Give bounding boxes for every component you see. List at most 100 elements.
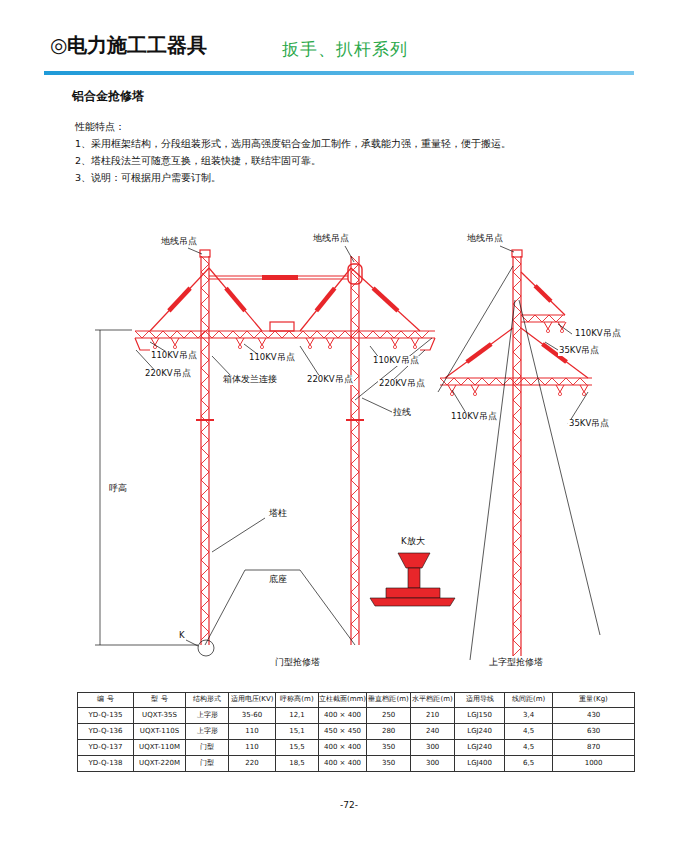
- table-cell: 210: [411, 708, 455, 724]
- point-label: 220KV吊点: [378, 379, 426, 389]
- table-cell: 350: [367, 756, 411, 772]
- tower-part: [521, 272, 565, 315]
- tower-part: [201, 256, 209, 640]
- figure-caption: 上字型抢修塔: [488, 658, 544, 668]
- table-cell: YD-Q-136: [78, 724, 134, 740]
- tower-part: [169, 288, 190, 311]
- table-cell: 280: [367, 724, 411, 740]
- point-label: 110KV吊点: [450, 412, 498, 422]
- tower-part: [135, 337, 435, 338]
- tower-part: [471, 385, 479, 392]
- table-cell: YD-Q-138: [78, 756, 134, 772]
- table-header: 编 号: [78, 693, 134, 708]
- tower-part: [544, 322, 552, 329]
- tower-part: [373, 288, 398, 311]
- point-label: 地线吊点: [160, 237, 198, 247]
- tower-part: [350, 256, 351, 645]
- tower-part: [445, 328, 513, 378]
- table-cell: UQXT-110S: [134, 724, 186, 740]
- table-header: 结构形式: [186, 693, 229, 708]
- table-cell: 15,5: [276, 740, 319, 756]
- table-cell: 400 × 400: [319, 756, 367, 772]
- table-cell: 上字形: [186, 708, 229, 724]
- table-header: 线间距(m): [505, 693, 553, 708]
- tower-part: [135, 338, 150, 350]
- table-header: 适用导线: [455, 693, 505, 708]
- tower-part: [208, 256, 209, 645]
- feature-line: 2、塔柱段法兰可随意互换，组装快捷，联结牢固可靠。: [75, 156, 321, 167]
- table-cell: 110: [229, 740, 276, 756]
- table-cell: UQXT-35S: [134, 708, 186, 724]
- tower-part: [558, 322, 566, 329]
- tower-part: [467, 344, 491, 362]
- feature-line: 1、采用框架结构，分段组装形式，选用高强度铝合金加工制作，承载能力强，重量轻，便…: [75, 139, 511, 150]
- tower-part: [348, 264, 362, 284]
- table-cell: 250: [367, 708, 411, 724]
- point-label: 220KV吊点: [144, 369, 192, 379]
- tower-part: [260, 345, 263, 348]
- spec-table: 编 号型 号结构形式适用电压(KV)呼称高(m)立柱截面(mm)垂直档距(m)水…: [77, 692, 635, 772]
- tower-part: [151, 338, 159, 345]
- tower-part: [558, 392, 561, 395]
- table-cell: 240: [411, 724, 455, 740]
- table-cell: 12,1: [276, 708, 319, 724]
- tower-part: [238, 345, 241, 348]
- table-cell: YD-Q-137: [78, 740, 134, 756]
- tower-part: [513, 256, 521, 656]
- tower-part: [346, 419, 364, 421]
- tower-part: [521, 315, 563, 322]
- tower-part: [413, 345, 416, 348]
- part-label: 底座: [268, 575, 288, 585]
- header-band: [44, 71, 634, 75]
- point-label: 110KV吊点: [248, 353, 296, 363]
- table-header: 呼称高(m): [276, 693, 319, 708]
- tower-part: [440, 377, 592, 378]
- tower-part: [450, 392, 453, 395]
- table-header: 型 号: [134, 693, 186, 708]
- point-label: 110KV吊点: [372, 356, 420, 366]
- tower-part: [328, 345, 331, 348]
- point-label: 地线吊点: [312, 234, 350, 244]
- feature-heading: 性能特点：: [75, 122, 125, 133]
- tower-part: [448, 385, 456, 392]
- tower-part: [358, 256, 359, 645]
- tower-part: [582, 392, 585, 395]
- figure-caption: 门型抢修塔: [274, 658, 321, 668]
- table-cell: 450 × 450: [319, 724, 367, 740]
- tower-part: [411, 338, 419, 345]
- table-cell: 35-60: [229, 708, 276, 724]
- table-cell: 350: [367, 740, 411, 756]
- table-header: 重量(Kg): [553, 693, 635, 708]
- tower-part: [391, 338, 399, 345]
- tower-part: [270, 322, 294, 331]
- table-cell: 18,5: [276, 756, 319, 772]
- table-cell: 15,1: [276, 724, 319, 740]
- tower-part: [209, 275, 348, 276]
- page-title: ◎电力施工工器具: [50, 34, 207, 57]
- leader-lines: [95, 246, 600, 660]
- tower-part: [200, 256, 201, 645]
- tower-part: [521, 314, 565, 315]
- tower-structure: [135, 250, 592, 656]
- table-cell: 220: [229, 756, 276, 772]
- tower-part: [351, 268, 420, 331]
- point-label: 220KV吊点: [306, 375, 354, 385]
- table-cell: 110: [229, 724, 276, 740]
- table-cell: 门型: [186, 756, 229, 772]
- table-header: 立柱截面(mm): [319, 693, 367, 708]
- table-cell: LGJ400: [455, 756, 505, 772]
- tower-part: [150, 268, 209, 331]
- table-cell: 300: [411, 740, 455, 756]
- tower-part: [236, 338, 244, 345]
- series-name: 扳手、扒杆系列: [282, 40, 408, 60]
- table-cell: 1000: [553, 756, 635, 772]
- table-cell: 300: [411, 756, 455, 772]
- table-cell: LGJ240: [455, 724, 505, 740]
- tower-part: [171, 338, 179, 345]
- table-cell: 4,5: [505, 724, 553, 740]
- tower-part: [173, 345, 176, 348]
- part-label: 塔柱: [268, 509, 288, 519]
- page-number: -72-: [340, 800, 358, 810]
- dimension-label: 呼高: [108, 484, 128, 494]
- tower-part: [473, 392, 476, 395]
